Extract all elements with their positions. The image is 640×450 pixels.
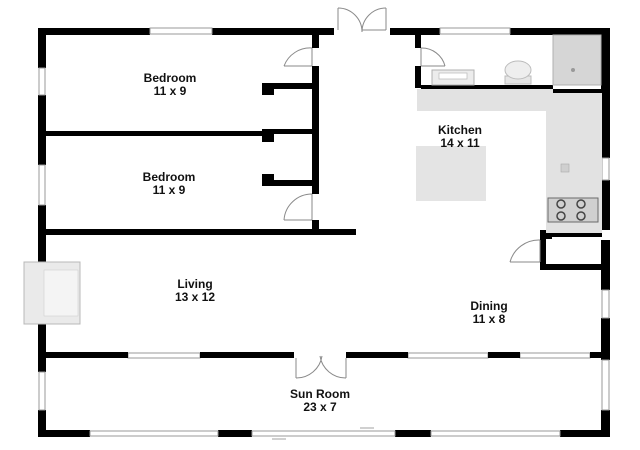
window-sunroom-b (407, 352, 489, 359)
wall-right-c (601, 240, 610, 290)
wall-sunroom-d (488, 352, 520, 358)
wall-bottom-b (218, 430, 252, 437)
wall-counter-back (421, 85, 553, 89)
wall-hall-c (312, 220, 319, 235)
exterior-walls (38, 28, 610, 437)
room-bedroom-2-size: 11 x 9 (153, 183, 186, 197)
wall-bottom-d (560, 430, 610, 437)
kitchen-counter-upper (553, 89, 602, 93)
window-sunroom-a (127, 352, 201, 359)
window-right-kitchen (601, 157, 610, 181)
wall-left-e (38, 410, 46, 437)
wall-kitchen-left (415, 28, 421, 48)
window-top-bedroom (149, 27, 213, 35)
wall-right-b (601, 180, 610, 230)
kitchen-outlet (560, 163, 570, 173)
closet-3-side (262, 174, 274, 186)
window-top-kitchen (439, 27, 511, 35)
wall-bath-d (552, 233, 602, 237)
window-bottom-a (89, 430, 219, 437)
room-sun-room-size: 23 x 7 (303, 400, 337, 414)
room-living-name: Living (177, 277, 212, 291)
wall-hall-b (312, 66, 319, 194)
stove-icon (547, 197, 599, 223)
wall-bottom-a (38, 430, 90, 437)
window-right-sunroom (601, 359, 610, 411)
room-bedroom-2-name: Bedroom (143, 170, 196, 184)
room-kitchen-size: 14 x 11 (440, 136, 480, 150)
door-bedroom1 (283, 47, 313, 67)
room-living-size: 13 x 12 (175, 290, 215, 304)
sink-basin (438, 72, 468, 80)
room-bedroom-1-name: Bedroom (144, 71, 197, 85)
door-sunroom (295, 355, 347, 379)
wall-top-right-b (510, 28, 610, 35)
kitchen-fixtures (416, 34, 602, 233)
window-left-bedroom1 (38, 67, 46, 96)
wall-bath-c (540, 264, 602, 270)
wall-bath-b (540, 230, 546, 270)
wall-hall-a (312, 28, 319, 48)
wall-sunroom-a (46, 352, 128, 358)
wall-bedroom2-bottom (46, 229, 356, 235)
room-dining-size: 11 x 8 (473, 312, 506, 326)
room-sun-room-name: Sun Room (290, 387, 350, 401)
room-labels: Bedroom 11 x 9 Bedroom 11 x 9 Kitchen 14… (143, 71, 508, 414)
room-dining-name: Dining (470, 299, 507, 313)
wall-bedroom-divider (46, 131, 262, 136)
shower-icon (552, 34, 602, 86)
windows (38, 27, 610, 437)
window-left-bedroom2 (38, 164, 46, 206)
wall-sunroom-b (200, 352, 294, 358)
wall-bottom-c (395, 430, 431, 437)
wall-left-b (38, 95, 46, 165)
wall-sunroom-c (346, 352, 408, 358)
room-bedroom-1-size: 11 x 9 (154, 84, 187, 98)
toilet-icon (504, 60, 532, 85)
wall-kitchen-left-b (415, 66, 421, 88)
window-bottom-b (251, 430, 396, 437)
wall-left-a (38, 28, 46, 68)
wall-top-mid (212, 28, 334, 35)
door-kitchen (420, 47, 446, 67)
door-bath (509, 239, 541, 263)
wall-right-a (601, 28, 610, 158)
window-left-sunroom (38, 371, 46, 411)
window-bottom-c (430, 430, 561, 437)
wall-right-d (601, 318, 610, 360)
room-kitchen-name: Kitchen (438, 123, 482, 137)
sunroom-track (272, 427, 374, 440)
interior-walls (46, 28, 602, 358)
wall-sunroom-e (590, 352, 602, 358)
wall-right-e (601, 410, 610, 437)
wall-left-d (38, 322, 46, 372)
door-front (337, 7, 387, 33)
doors (283, 7, 541, 379)
window-sunroom-c (519, 352, 591, 359)
wall-closet-divider (262, 129, 318, 134)
wall-left-c (38, 205, 46, 265)
closet-2-top (262, 131, 274, 142)
closet-1-top (262, 83, 312, 89)
kitchen-counter-top (417, 89, 553, 111)
window-right-dining (601, 289, 610, 319)
island-icon (416, 146, 486, 201)
closet-3-bottom (262, 180, 312, 186)
door-bedroom2 (283, 193, 313, 221)
wall-top-left (38, 28, 150, 35)
fireplace-icon (23, 261, 81, 325)
closet-1-side (262, 83, 274, 95)
